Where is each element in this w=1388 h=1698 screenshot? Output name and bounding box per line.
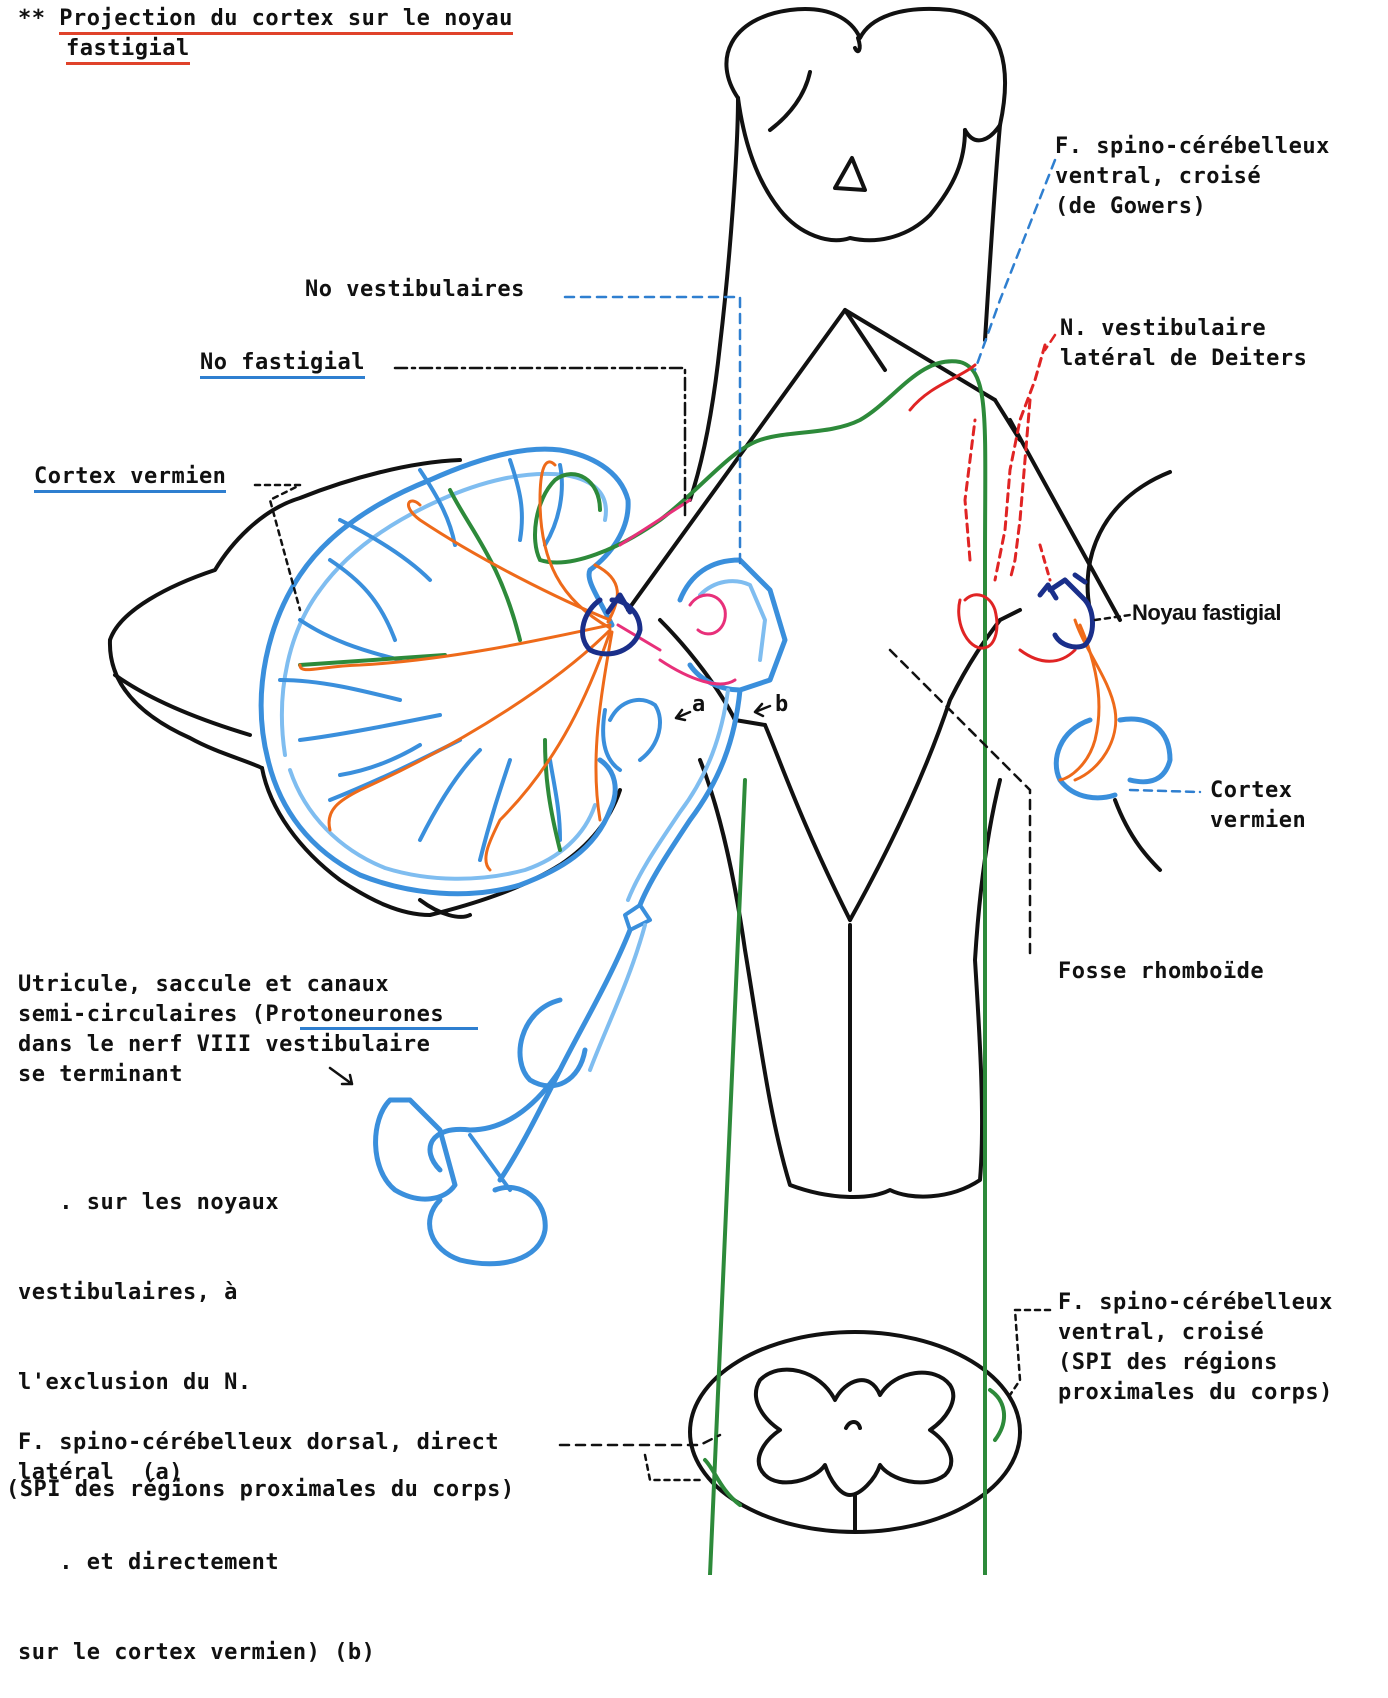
label-line: vermien [1210,806,1306,836]
title-prefix: ** [18,6,46,31]
label-line: (SPI des régions [1058,1348,1333,1378]
label-line: vestibulaires, à [18,1278,375,1308]
label-no-fastigial: No fastigial [200,348,365,378]
diagram-title: ** Projection du cortex sur le noyau fas… [18,4,513,64]
label-line: ventral, croisé [1055,162,1330,192]
label-spino-ventral-gowers: F. spino-cérébelleux ventral, croisé (de… [1055,132,1330,222]
label-cortex-vermien-right: Cortex vermien [1210,776,1306,836]
label-spino-dorsal: F. spino-cérébelleux dorsal, direct [18,1428,499,1458]
title-line2: fastigial [66,36,190,65]
underline-protoneurones [300,1027,478,1030]
label-line: (de Gowers) [1055,192,1330,222]
cortex-vermien-folia [261,449,1170,1264]
label-vestibular-protoneurones: Utricule, saccule et canaux semi-circula… [18,970,444,1090]
label-fosse-rhomboide: Fosse rhomboïde [1058,957,1264,987]
leader-lines [255,160,1200,1480]
label-line: se terminant [18,1060,444,1090]
label-line: . et directement [18,1548,375,1578]
marker-a: a [692,692,705,717]
label-line: . sur les noyaux [18,1188,375,1218]
label-line: dans le nerf VIII vestibulaire [18,1030,444,1060]
label-line: F. spino-cérébelleux [1058,1288,1333,1318]
label-line: sur le cortex vermien) (b) [18,1638,375,1668]
label-no-fastigial-text: No fastigial [200,350,365,379]
label-spino-ventral-proximal: F. spino-cérébelleux ventral, croisé (SP… [1058,1288,1333,1408]
label-line: semi-circulaires (Protoneurones [18,1000,444,1030]
label-cortex-vermien-left-text: Cortex vermien [34,464,226,493]
fastigial-nuclei [583,575,1093,654]
label-line: proximales du corps) [1058,1378,1333,1408]
label-line: F. spino-cérébelleux [1055,132,1330,162]
label-spi-dorsal: (SPI des régions proximales du corps) [6,1475,515,1505]
label-line: N. vestibulaire [1060,314,1307,344]
label-cortex-vermien-left: Cortex vermien [34,462,226,492]
label-vestibular-targets: . sur les noyaux vestibulaires, à l'excl… [18,1128,375,1698]
label-n-vestibulaire-deiters: N. vestibulaire latéral de Deiters [1060,314,1307,374]
label-line: latéral de Deiters [1060,344,1307,374]
marker-b: b [775,692,788,717]
label-no-vestibulaires: No vestibulaires [305,275,525,305]
label-line: Utricule, saccule et canaux [18,970,444,1000]
title-line1: Projection du cortex sur le noyau [59,6,513,35]
label-line: l'exclusion du N. [18,1368,375,1398]
label-noyau-fastigial: Noyau fastigial [1132,598,1281,628]
cerebellum-black-outline [110,460,620,917]
label-line: ventral, croisé [1058,1318,1333,1348]
vestibular-red-fibers [618,345,1075,684]
spinocerebellar-green-fibers [300,361,1004,1575]
label-line: Cortex [1210,776,1306,806]
